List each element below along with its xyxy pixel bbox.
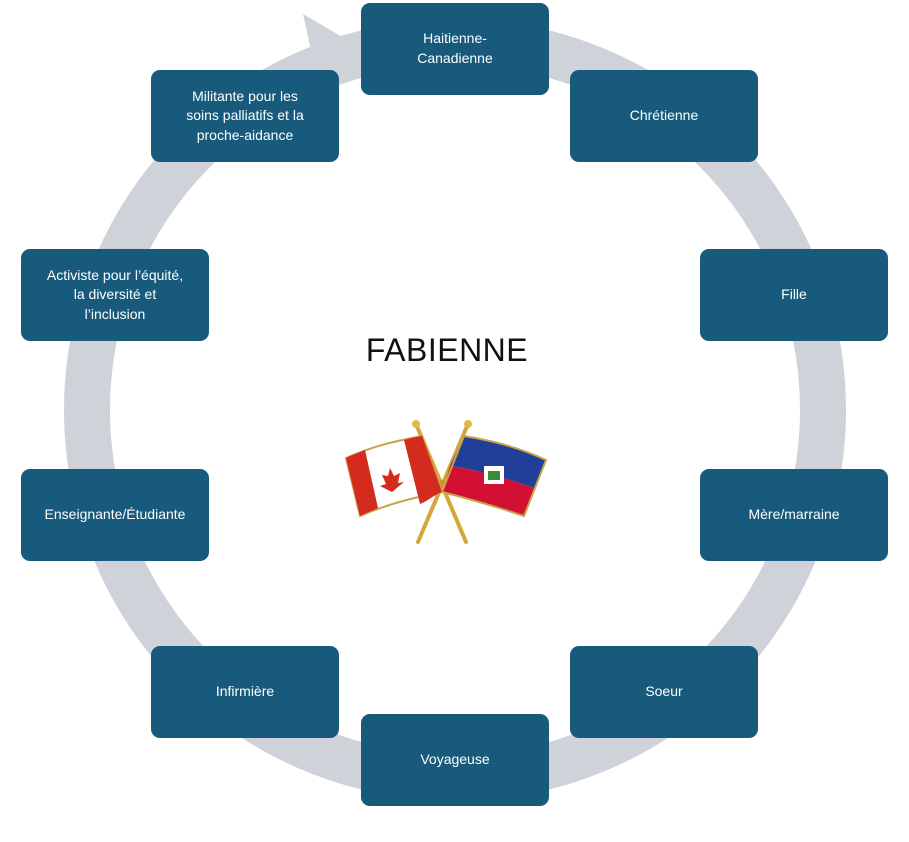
node-militante[interactable]: Militante pour les soins palliatifs et l…: [151, 70, 339, 162]
node-mere-marraine[interactable]: Mère/marraine: [700, 469, 888, 561]
node-haitienne-canadienne[interactable]: Haitienne- Canadienne: [361, 3, 549, 95]
cycle-arrowhead: [303, 14, 358, 82]
node-enseignante-etudiante[interactable]: Enseignante/Étudiante: [21, 469, 209, 561]
node-fille[interactable]: Fille: [700, 249, 888, 341]
node-infirmiere[interactable]: Infirmière: [151, 646, 339, 738]
haiti-flag-icon: [440, 434, 548, 518]
node-chretienne[interactable]: Chrétienne: [570, 70, 758, 162]
node-voyageuse[interactable]: Voyageuse: [361, 714, 549, 806]
crossed-flags-icon: [344, 420, 548, 544]
canada-flag-icon: [344, 434, 444, 518]
node-soeur[interactable]: Soeur: [570, 646, 758, 738]
node-activiste[interactable]: Activiste pour l’équité, la diversité et…: [21, 249, 209, 341]
center-title: FABIENNE: [365, 332, 529, 368]
